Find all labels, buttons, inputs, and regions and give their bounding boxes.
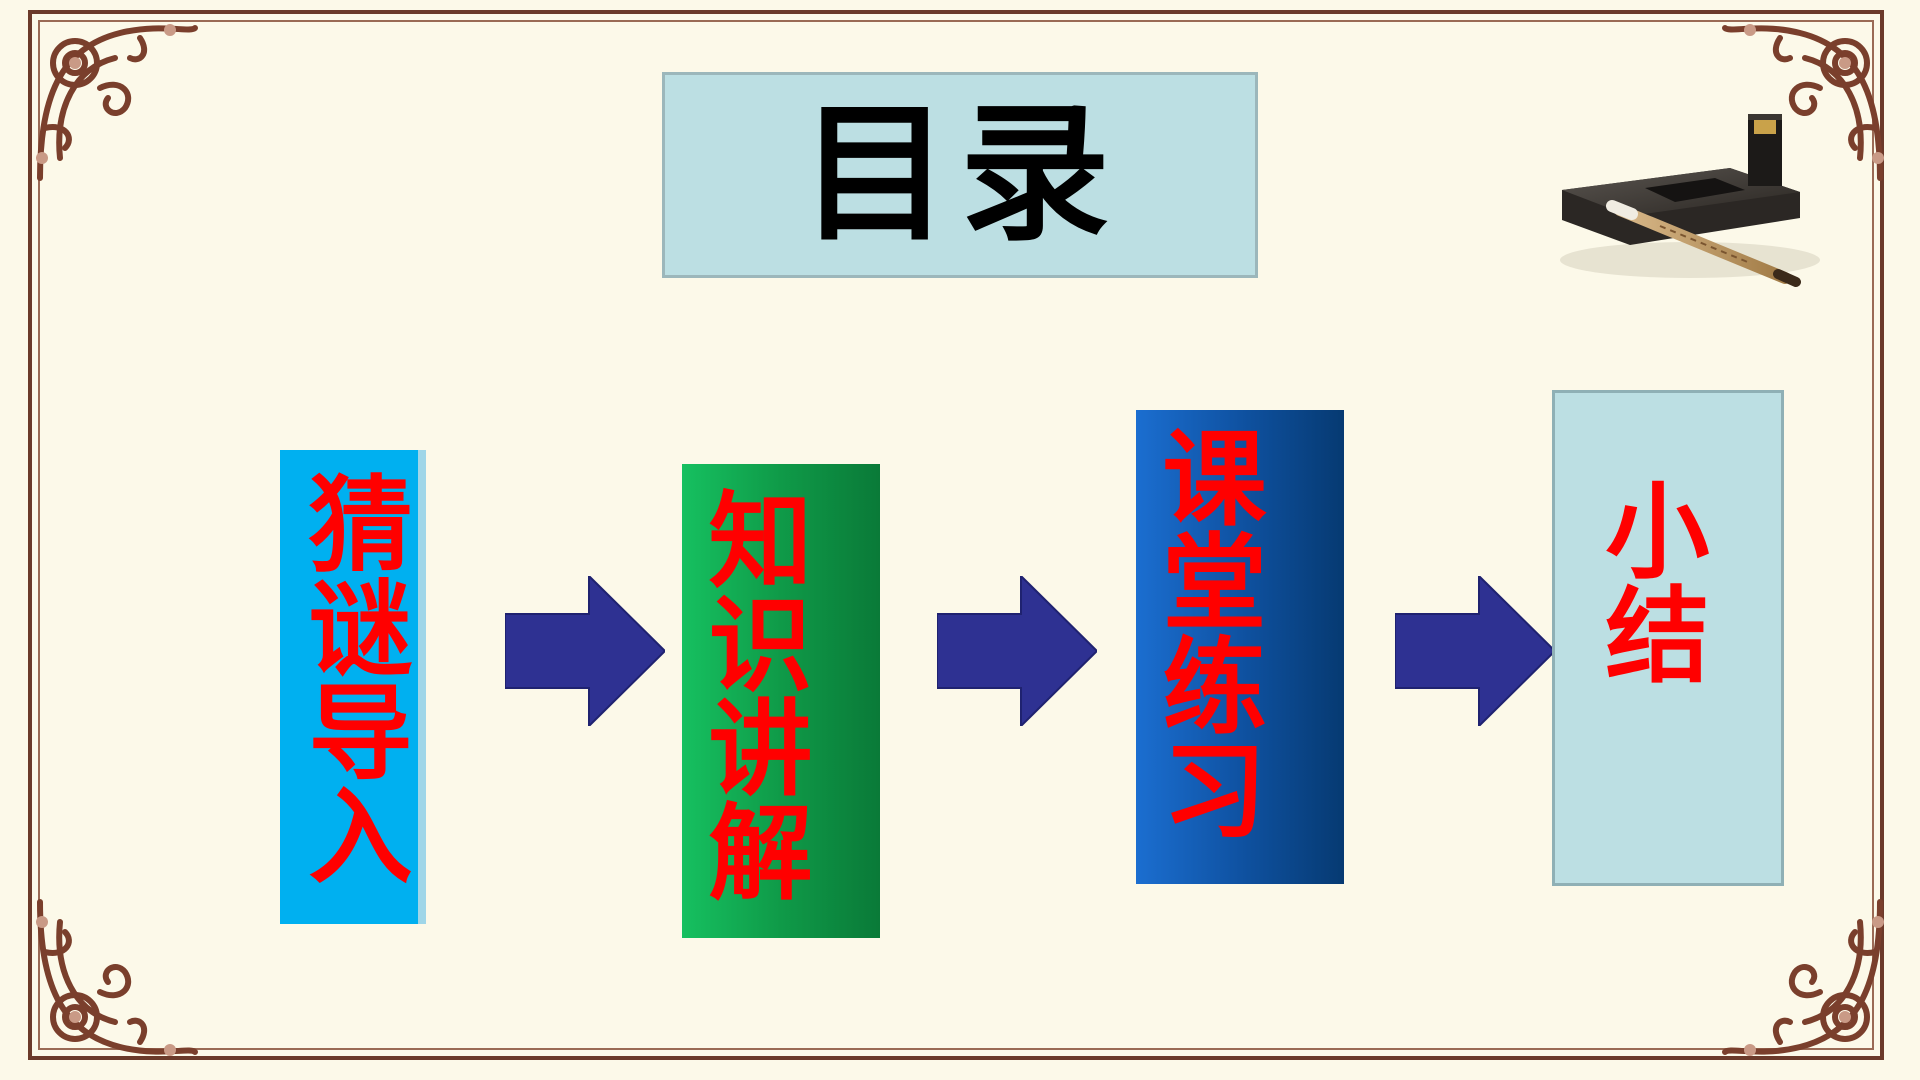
title-box: 目录 — [662, 72, 1258, 278]
step-3-label: 课堂练习 — [1144, 424, 1266, 840]
arrow-right-icon — [937, 576, 1097, 726]
inkstone-brush-icon — [1560, 114, 1820, 287]
step-1-box: 猜谜导入 — [280, 450, 426, 924]
page-title: 目录 — [799, 88, 1120, 262]
step-2-label: 知识讲解 — [690, 486, 812, 902]
arrow-right-icon — [505, 576, 665, 726]
step-4-box: 小结 — [1552, 390, 1784, 886]
ornament-corner-icon — [1722, 899, 1884, 1056]
step-1-label: 猜谜导入 — [290, 470, 412, 886]
frame-outer — [28, 10, 1884, 1060]
arrow-right-icon — [1395, 576, 1555, 726]
ornament-corner-icon — [36, 899, 198, 1056]
ornament-corner-icon — [1722, 24, 1884, 181]
step-3-box: 课堂练习 — [1136, 410, 1344, 884]
step-4-label: 小结 — [1587, 477, 1709, 685]
frame-inner — [38, 20, 1874, 1050]
step-2-box: 知识讲解 — [682, 464, 880, 938]
ornament-corner-icon — [36, 24, 198, 181]
